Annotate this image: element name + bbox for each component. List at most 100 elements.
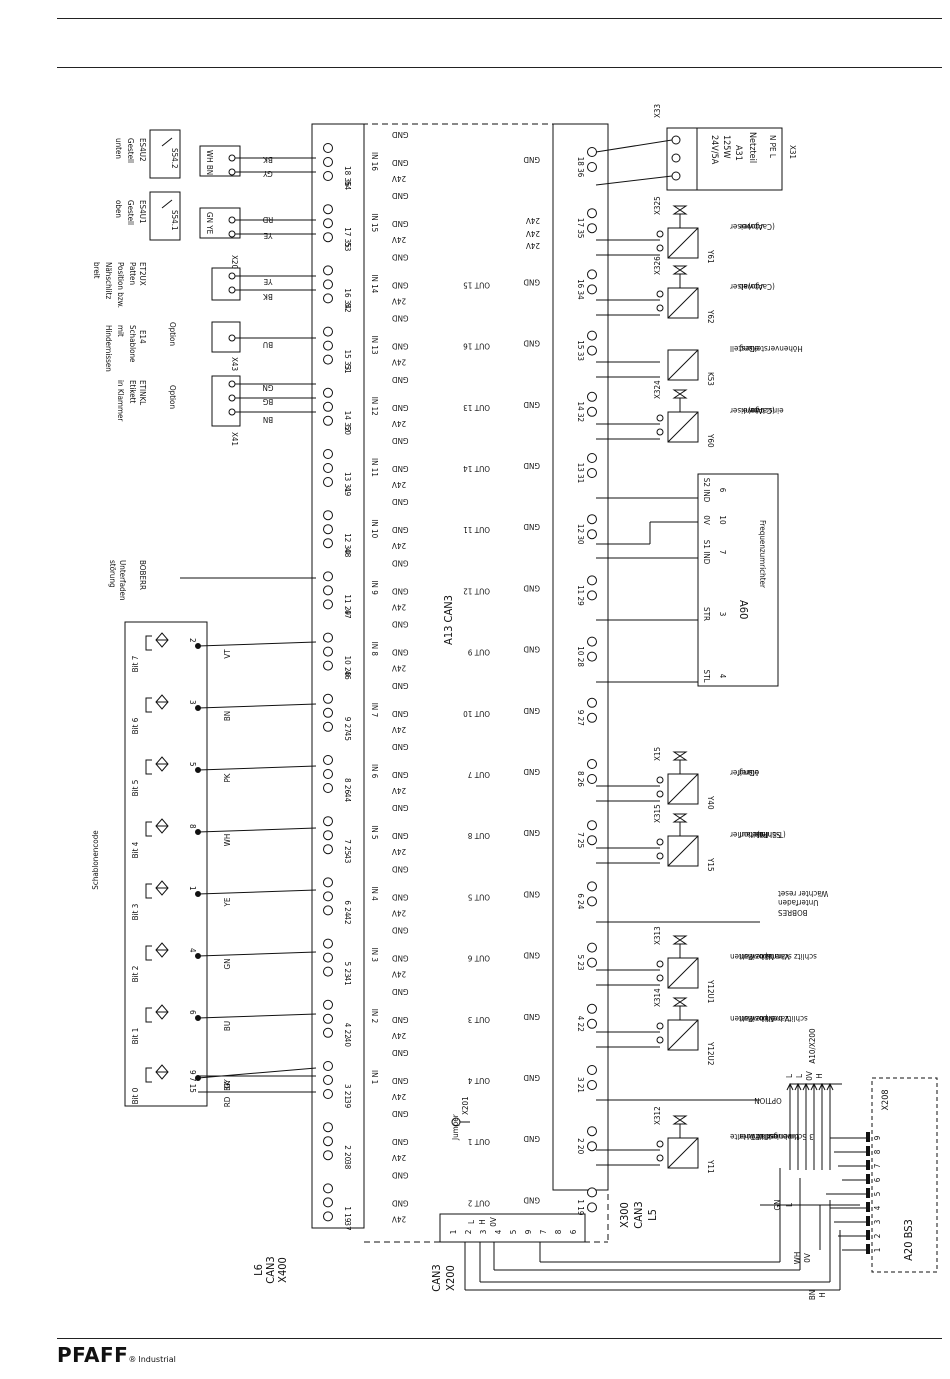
x300-pin-numbers: 3 21: [576, 1077, 585, 1093]
schablonencode-pin: 4: [188, 948, 197, 953]
x300-pin-numbers: 11 29: [576, 585, 585, 606]
bs3-pin: 9: [873, 1135, 882, 1140]
sensor-wire-colors: GN YE: [205, 212, 214, 235]
valve-ref: K53: [706, 372, 715, 386]
sensor-description: Gestell: [126, 200, 135, 225]
x400-gnd-label: GND: [392, 314, 409, 323]
valve-diagonal: [667, 773, 699, 805]
x300-gnd-label: GND: [523, 339, 540, 348]
bs3-pin-block: [866, 1146, 870, 1156]
x400-pin-24v: 37: [343, 1221, 352, 1230]
x300-output-label: OUT 1: [468, 1137, 490, 1146]
schablonencode-pin: 9 7 15: [188, 1070, 197, 1093]
x400-input-label: IN 7: [370, 703, 379, 717]
x400-gnd-label: GND: [392, 191, 409, 200]
schablonencode-pin: 5: [188, 762, 197, 767]
schablonencode-wire: [197, 889, 317, 895]
x400-gnd-label: GND: [392, 954, 409, 963]
x300-terminal-gnd: [587, 881, 597, 892]
x200-signal: 0V: [489, 1217, 498, 1227]
sensor-switch: [161, 137, 173, 147]
x400-input-label: IN 1: [370, 1070, 379, 1084]
a10-label: A10/X200: [808, 1028, 817, 1064]
valve-terminal: [656, 776, 664, 784]
x300-gnd-label: GND: [523, 1073, 540, 1082]
sensor-symbol-icon: [145, 942, 169, 961]
x400-terminal-24v: [323, 1211, 333, 1222]
x300-pin-numbers: 14 32: [576, 401, 585, 422]
x400-gnd-label: GND: [392, 1198, 409, 1207]
patten-description: breit: [92, 262, 101, 279]
valve-y15-box: [667, 835, 699, 867]
bs3-pin: 4: [873, 1205, 882, 1210]
valve-terminal: [656, 304, 664, 312]
x400-pin-numbers: 16 34: [343, 288, 352, 309]
x300-pin-numbers: 6 24: [576, 893, 585, 909]
valve-connector-ref: X15: [653, 747, 662, 761]
bus-label: L: [785, 1074, 794, 1078]
x400-pin-24v: 51: [343, 365, 352, 374]
connector-x400-frame: [311, 123, 365, 1229]
x400-terminal-gnd: [323, 1075, 333, 1085]
x300-output-label: OUT 13: [463, 403, 490, 412]
valve-terminal: [656, 790, 664, 798]
x400-terminal-signal: [323, 1183, 333, 1194]
boberr-description: störung: [108, 560, 117, 588]
wire-color-label: YE: [223, 897, 232, 907]
x400-gnd-label: GND: [392, 464, 409, 473]
x300-output-label: OUT 3: [468, 1015, 490, 1024]
valve-connector-ref: X314: [653, 988, 662, 1007]
x400-terminal-gnd: [323, 524, 333, 535]
sensor-symbol-icon: [145, 1004, 169, 1023]
bs3-pin-block: [866, 1160, 870, 1170]
valve-diagonal: [667, 227, 699, 259]
x200-pin: 5: [509, 1230, 518, 1235]
sensor-description: Gestell: [126, 138, 135, 163]
footer-rule: [57, 1338, 942, 1339]
valve-description: ölung: [739, 768, 759, 777]
x300-terminal-out: [587, 896, 597, 907]
frequenz-pin-name: STL: [702, 670, 711, 683]
x400-terminal-gnd: [323, 279, 333, 290]
valve-terminal: [656, 290, 664, 298]
x400-gnd-label: GND: [392, 436, 409, 445]
sensor-symbol-icon: [145, 694, 169, 713]
x300-pin-numbers: 17 35: [576, 218, 585, 239]
x300-pin-numbers: 5 23: [576, 955, 585, 971]
wire-color-label: VT: [223, 649, 232, 659]
x400-terminal-gnd: [323, 830, 333, 841]
netzteil-connector-x33: [666, 127, 698, 191]
etikett-ref: ETINKL: [138, 380, 147, 405]
x400-24v-label: 24V: [392, 541, 406, 550]
schablone-option: Option: [168, 322, 177, 346]
x300-connector-label: CAN3: [632, 1201, 645, 1228]
valve-ref: Y40: [706, 795, 715, 810]
x400-gnd-label: GND: [392, 770, 409, 779]
x300-gnd-label: GND: [523, 706, 540, 715]
wire-color-label: RD: [262, 215, 273, 224]
x400-pin-numbers: 11 29: [343, 594, 352, 615]
schablonencode-terminal: [195, 1015, 201, 1021]
x400-pin-numbers: 13 31: [343, 472, 352, 493]
x200-pin: 6: [569, 1229, 578, 1234]
bs3-pin-block: [866, 1188, 870, 1198]
valve-diagonal: [667, 835, 699, 867]
wire-color-label: PK: [223, 773, 232, 782]
x300-terminal-gnd: [587, 575, 597, 586]
valve-terminal: [656, 230, 664, 238]
patten-description: Patten: [128, 262, 137, 285]
x200-pin: 3: [479, 1230, 488, 1235]
wire-color-label: BK: [263, 155, 273, 164]
valve-k53-box: [667, 349, 699, 381]
frequenz-pin-number: 4: [718, 674, 727, 679]
x300-gnd-label: GND: [523, 645, 540, 654]
x300-terminal-out: [587, 1080, 597, 1090]
bus-wire-color: BN: [808, 1290, 817, 1300]
valve-diagonal: [667, 411, 699, 443]
valve-description: ein: [748, 768, 759, 777]
netzteil-rating: 24V/5A: [709, 135, 719, 165]
x400-gnd-label: GND: [392, 742, 409, 751]
valve-description: (T-Shirt): [757, 830, 786, 839]
valve-description: ein: [748, 344, 759, 353]
valve-description: hilfe auf: [739, 830, 769, 839]
